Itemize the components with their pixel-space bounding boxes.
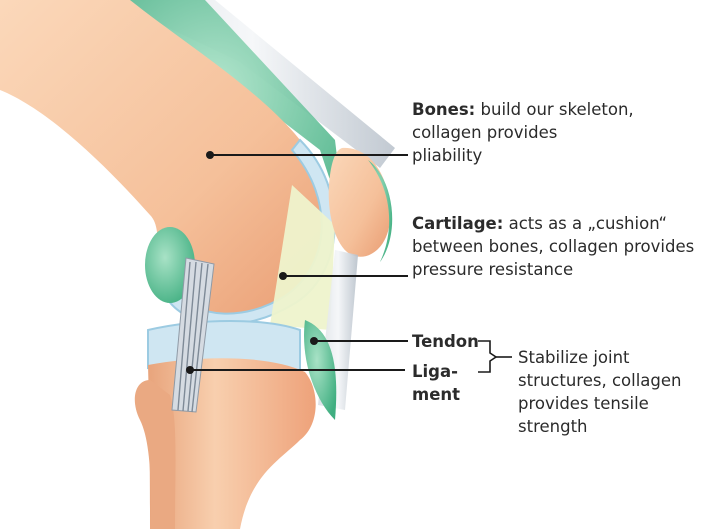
stabilize-line-1: Stabilize joint <box>518 348 630 367</box>
cartilage-term: Cartilage: <box>412 214 503 233</box>
cartilage-label: Cartilage: acts as a „cushion“ between b… <box>412 212 694 281</box>
cartilage-desc-line-1: acts as a „cushion“ <box>509 214 667 233</box>
bones-desc-line-1: build our skeleton, <box>481 100 634 119</box>
bones-desc-line-3: pliability <box>412 146 482 165</box>
ligament-term-line-1: Liga- <box>412 362 458 381</box>
ligament-label: Liga- ment <box>412 360 460 406</box>
tendon-ligament-bracket <box>478 341 496 372</box>
cartilage-leader-dot <box>279 272 287 280</box>
tendon-term: Tendon <box>412 332 479 351</box>
bones-label: Bones: build our skeleton, collagen prov… <box>412 98 634 167</box>
bones-desc-line-2: collagen provides <box>412 123 557 142</box>
tendon-leader-dot <box>310 337 318 345</box>
stabilize-line-3: provides tensile <box>518 394 649 413</box>
stabilize-label: Stabilize joint structures, collagen pro… <box>518 346 682 438</box>
stabilize-line-2: structures, collagen <box>518 371 682 390</box>
ligament-term-line-2: ment <box>412 385 460 404</box>
bones-term: Bones: <box>412 100 475 119</box>
cartilage-desc-line-2: between bones, collagen provides <box>412 237 694 256</box>
stabilize-line-4: strength <box>518 417 588 436</box>
bones-leader-dot <box>206 151 214 159</box>
ligament-leader-dot <box>186 366 194 374</box>
cartilage-desc-line-3: pressure resistance <box>412 260 573 279</box>
tendon-label: Tendon <box>412 330 479 353</box>
fibula-bone <box>135 380 176 529</box>
